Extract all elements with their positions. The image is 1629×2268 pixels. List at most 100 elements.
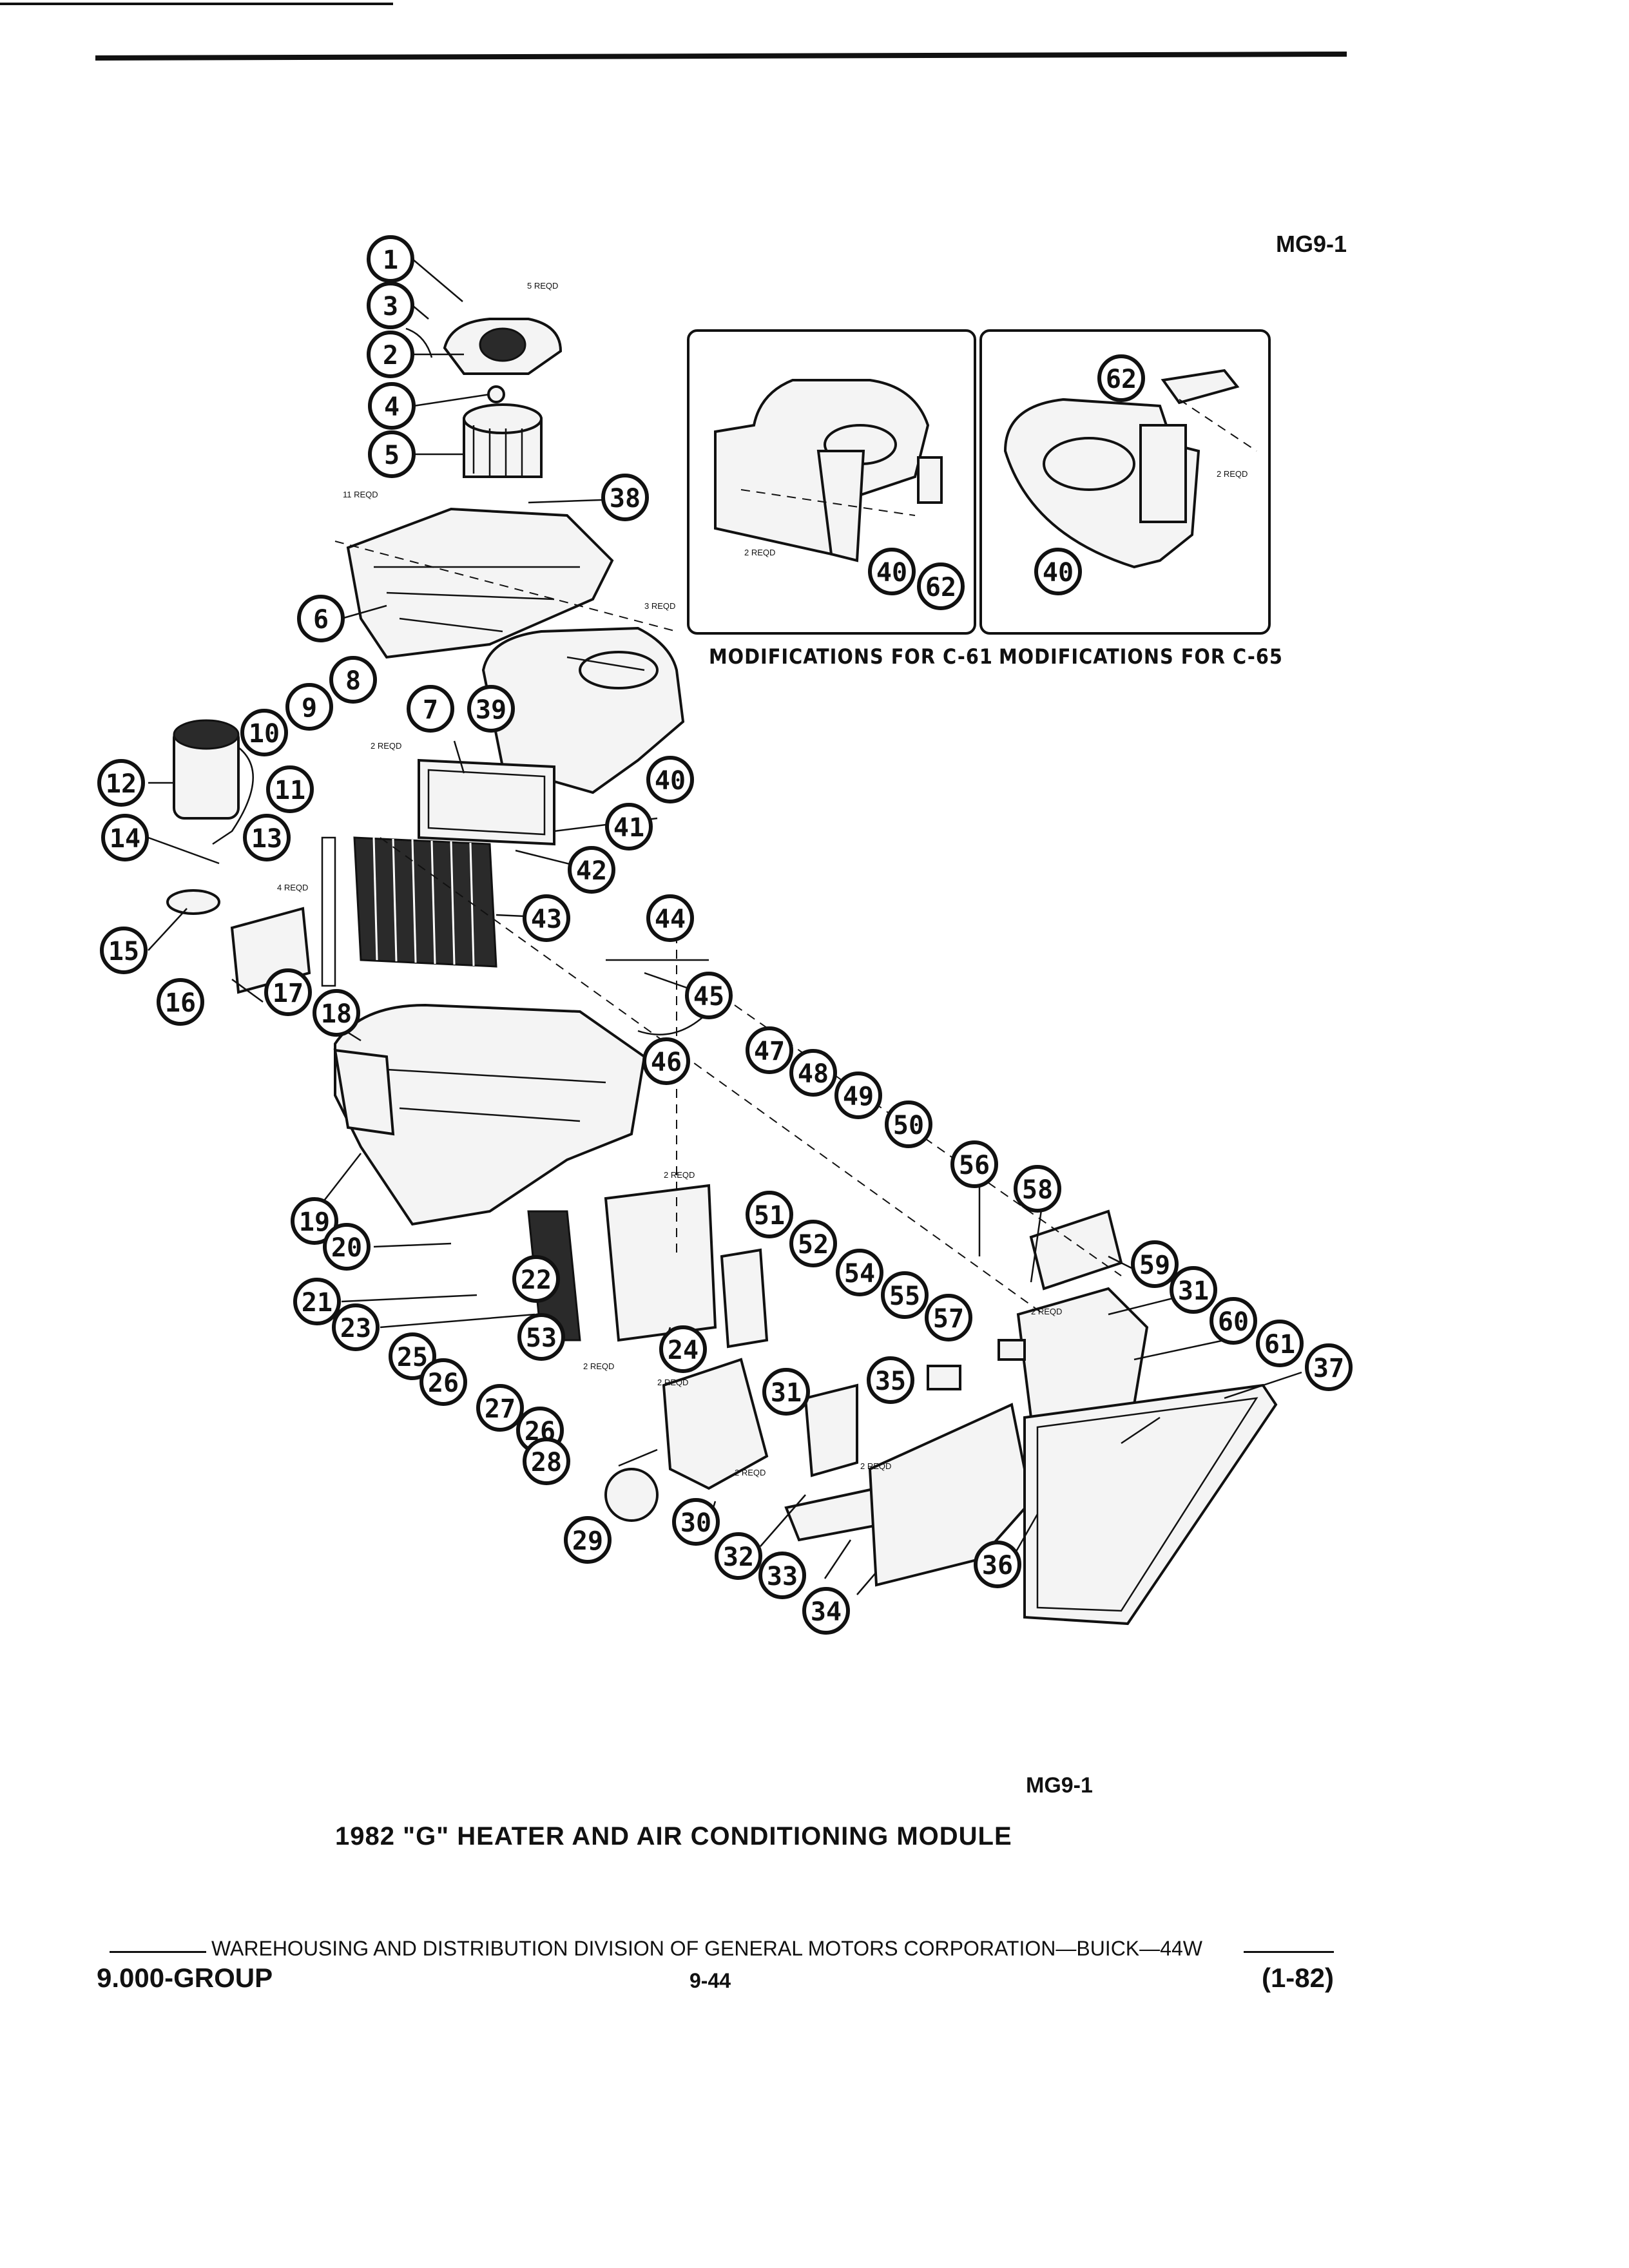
callout-37: 37	[1305, 1343, 1353, 1391]
callout-circle	[762, 1368, 810, 1416]
callout-circle	[834, 1072, 882, 1119]
callout-27: 27	[476, 1384, 524, 1432]
note-2-reqd-duct: 2 REQD	[735, 1468, 766, 1477]
callout-51: 51	[746, 1191, 793, 1238]
callout-40a: 40	[646, 756, 694, 803]
callout-52: 52	[789, 1220, 837, 1267]
callout-15: 15	[100, 927, 148, 974]
callout-11: 11	[266, 765, 314, 813]
callout-number: 27	[485, 1394, 516, 1424]
callout-circle	[672, 1498, 720, 1546]
top-rule	[95, 52, 1347, 61]
callout-53: 53	[517, 1313, 565, 1361]
callout-1: 1	[367, 235, 414, 283]
callout-number: 40	[1043, 558, 1074, 588]
callout-2: 2	[367, 331, 414, 378]
callout-circle	[1170, 1266, 1217, 1314]
callout-26a: 26	[419, 1358, 467, 1406]
callout-number: 16	[165, 988, 196, 1018]
callout-number: 47	[754, 1037, 785, 1066]
footer-rule-left	[110, 1951, 206, 1953]
callout-number: 26	[428, 1369, 459, 1398]
note-2-reqd-floor: 2 REQD	[860, 1461, 891, 1471]
callout-42: 42	[568, 846, 615, 894]
callout-circle	[285, 683, 333, 731]
figure-title: 1982 "G" HEATER AND AIR CONDITIONING MOD…	[335, 1822, 1012, 1850]
callout-circle	[715, 1532, 762, 1580]
callout-59: 59	[1131, 1240, 1179, 1288]
note-2-reqd-lower2: 2 REQD	[657, 1378, 688, 1387]
callout-14: 14	[101, 814, 149, 861]
callout-49: 49	[834, 1072, 882, 1119]
callout-40c: 40	[1034, 548, 1082, 595]
callout-number: 32	[723, 1542, 754, 1572]
callout-18: 18	[313, 989, 360, 1037]
callout-circle	[407, 685, 454, 733]
callout-number: 2	[383, 341, 398, 370]
callout-number: 28	[531, 1448, 562, 1477]
inset-caption-c61: MODIFICATIONS FOR C-61	[709, 644, 993, 669]
callout-circle	[240, 709, 288, 756]
callout-9: 9	[285, 683, 333, 731]
callout-circle	[802, 1587, 850, 1635]
callout-33: 33	[758, 1552, 806, 1599]
figure-code: MG9-1	[1026, 1773, 1093, 1798]
callout-number: 36	[982, 1551, 1013, 1581]
callout-circle	[1097, 354, 1145, 402]
callout-circle	[100, 927, 148, 974]
callout-circle	[867, 1356, 914, 1404]
callout-circle	[523, 1437, 570, 1485]
callout-number: 59	[1139, 1251, 1170, 1280]
callout-circle	[885, 1100, 932, 1148]
callout-circle	[746, 1191, 793, 1238]
callout-number: 25	[397, 1343, 428, 1372]
footer-rule-right	[1244, 1951, 1334, 1953]
callout-number: 20	[331, 1233, 362, 1263]
callout-circle	[925, 1294, 972, 1341]
callout-number: 55	[889, 1282, 920, 1311]
callout-circle	[476, 1384, 524, 1432]
note-2-reqd-filter: 2 REQD	[371, 741, 401, 751]
callout-circle	[97, 759, 145, 807]
callout-number: 46	[651, 1048, 682, 1077]
callout-circle	[157, 978, 204, 1026]
callout-58: 58	[1014, 1165, 1061, 1213]
callout-circle	[291, 1197, 338, 1245]
callout-36: 36	[974, 1541, 1021, 1588]
callout-10: 10	[240, 709, 288, 756]
callout-number: 15	[108, 937, 139, 966]
callout-circle	[659, 1325, 707, 1373]
callout-number: 39	[476, 695, 506, 725]
callout-circle	[881, 1271, 929, 1319]
note-4-reqd: 4 REQD	[277, 883, 308, 892]
callout-number: 60	[1218, 1307, 1249, 1337]
callout-number: 44	[655, 905, 686, 934]
callout-number: 12	[106, 769, 137, 799]
callout-number: 18	[321, 999, 352, 1029]
callout-circle	[517, 1313, 565, 1361]
callout-31a: 31	[762, 1368, 810, 1416]
callout-4: 4	[368, 382, 416, 430]
figure-code-top: MG9-1	[1276, 231, 1347, 257]
callout-50: 50	[885, 1100, 932, 1148]
callout-circle	[1256, 1320, 1304, 1367]
callout-20: 20	[323, 1223, 371, 1271]
callout-circle	[1305, 1343, 1353, 1391]
inset-box-c61	[687, 329, 976, 635]
callout-circle	[646, 894, 694, 942]
callout-number: 42	[576, 856, 607, 886]
callout-13: 13	[243, 814, 291, 861]
callout-number: 48	[798, 1059, 829, 1089]
callout-circle	[419, 1358, 467, 1406]
callout-number: 51	[754, 1201, 785, 1231]
callout-22: 22	[512, 1255, 560, 1303]
callout-47: 47	[746, 1026, 793, 1074]
callout-54: 54	[836, 1249, 883, 1296]
callout-19: 19	[291, 1197, 338, 1245]
note-5-reqd: 5 REQD	[527, 281, 558, 291]
callout-35: 35	[867, 1356, 914, 1404]
callout-41: 41	[605, 803, 653, 850]
callout-number: 10	[249, 719, 280, 749]
